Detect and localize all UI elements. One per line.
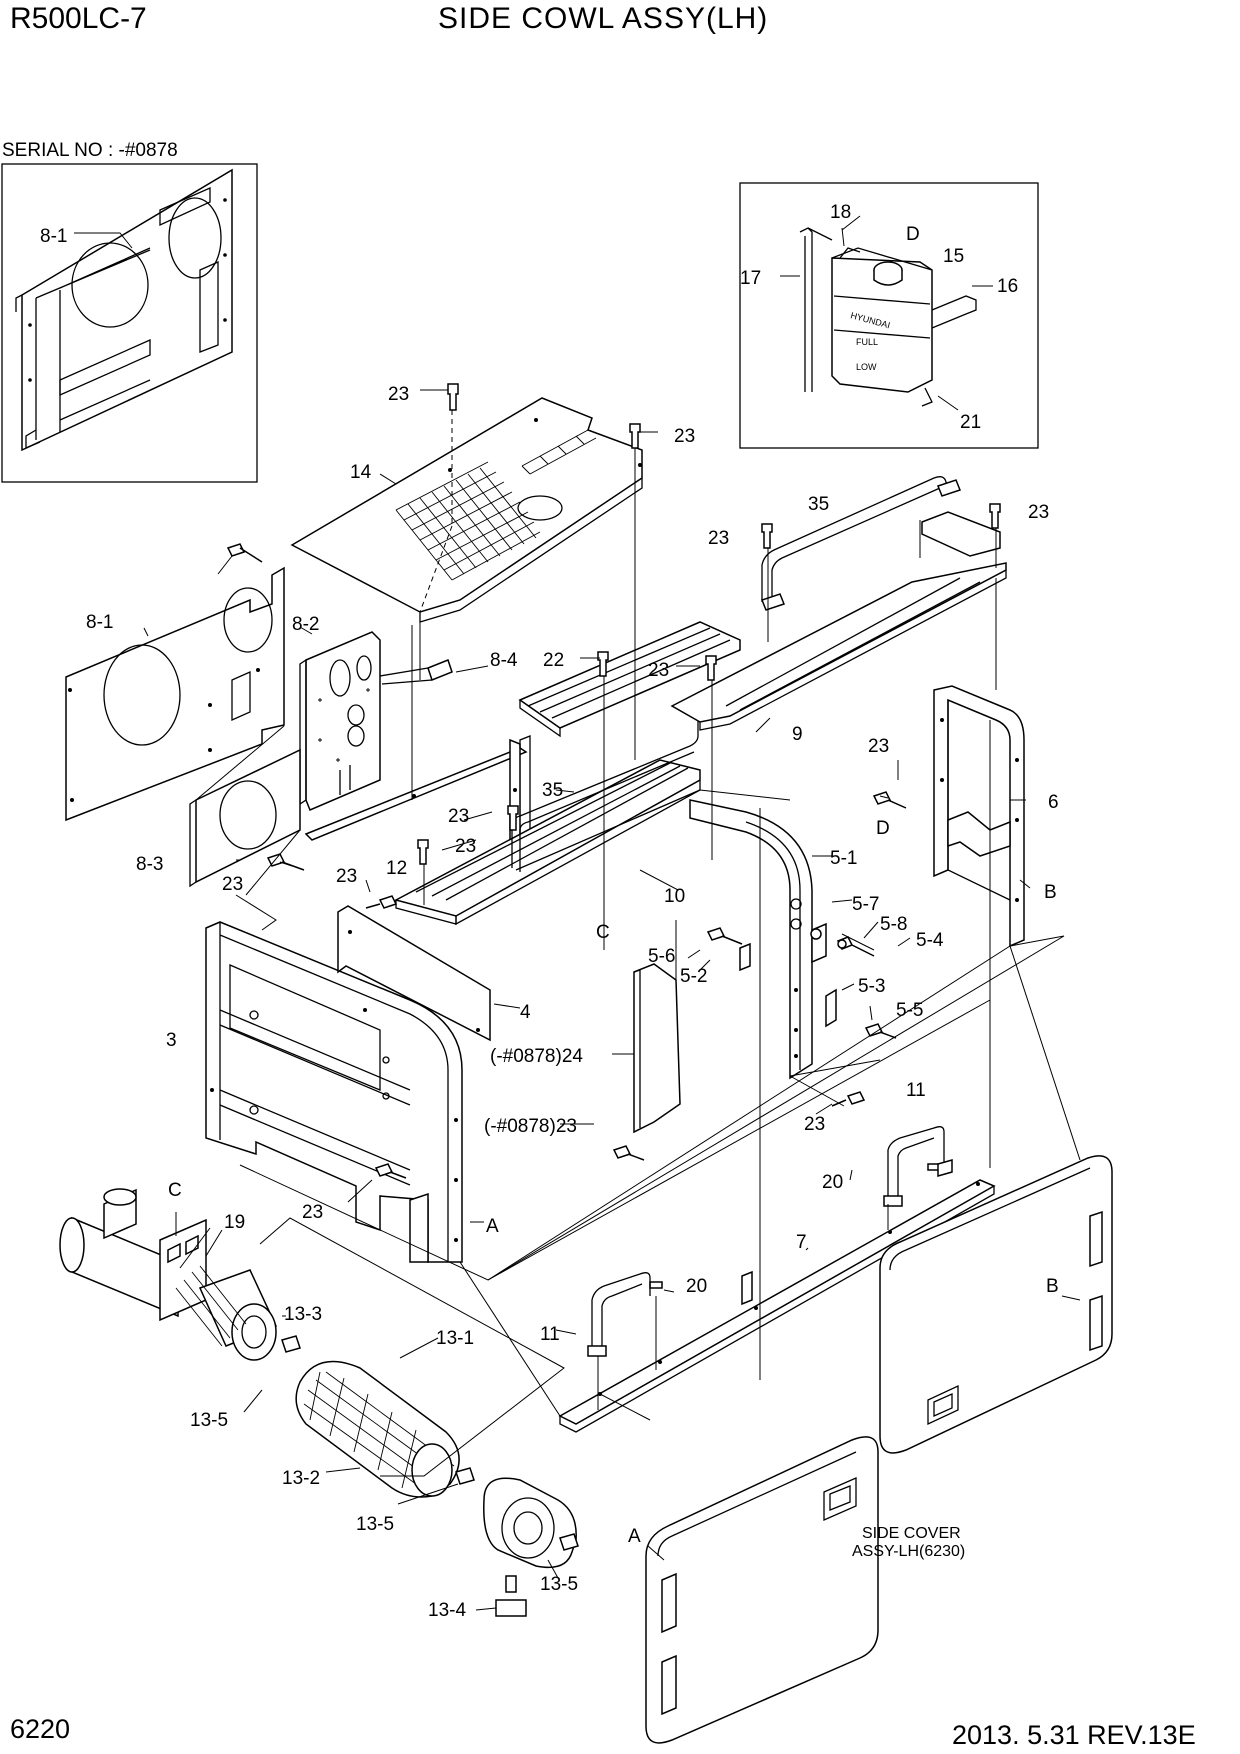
inset-panel-drawing [1,163,258,483]
callout-A-frame: A [486,1216,499,1237]
callout-inset-8-1: 8-1 [40,226,67,247]
callout-8-1: 8-1 [86,612,113,633]
callout-22: 22 [543,650,564,671]
page-number: 6220 [10,1714,71,1744]
callout-12: 12 [386,858,407,879]
callout-B-door: B [1046,1276,1059,1297]
revision-date: 2013. 5.31 REV.13E [952,1720,1196,1750]
callout-tank-21: 21 [960,412,981,433]
side-door-right [879,1155,1113,1454]
callout-10: 10 [664,886,685,907]
callout-5-4: 5-4 [916,930,944,951]
part-8-2-panel [299,631,381,811]
callout-23-d: 23 [648,660,669,681]
callout-C-filter: C [168,1180,182,1201]
fastener-bolts [226,383,1001,1289]
callout-23-k: 23 [804,1114,825,1135]
callout-23-i: 23 [336,866,357,887]
part-3-frame [205,921,463,1263]
page-title: SIDE COWL ASSY(LH) [438,2,769,35]
callout-5-3: 5-3 [858,976,885,997]
assembly-lines [195,410,1081,1477]
callout-6: 6 [1048,792,1059,813]
callout-23-l: 23 [302,1202,323,1223]
side-cover-note-line1: SIDE COVER [862,1525,961,1542]
callout-5-2: 5-2 [680,966,707,987]
callout-tank-16: 16 [997,276,1018,297]
callout-23-j: 23 [222,874,243,895]
part-11-handle-right [883,1126,953,1207]
callout-tank-17: 17 [740,268,761,289]
callout-C-main: C [596,922,610,943]
callout-13-1: 13-1 [436,1328,474,1349]
callout-23-a: 23 [388,384,409,405]
side-cover-note-line2: ASSY-LH(6230) [852,1543,965,1560]
callout-23-e: 23 [708,528,729,549]
part-5-1-arch [689,799,837,1080]
part-8-1-panel [65,566,285,822]
callout-tank-15: 15 [943,246,964,267]
callout-23-g: 23 [448,806,469,827]
part-14-top-cover [290,397,643,623]
callout-9: 9 [792,724,803,745]
callout-5-6: 5-6 [648,946,675,967]
callout-19: 19 [224,1212,245,1233]
callout-23-f: 23 [868,736,889,757]
part-24-panel [633,963,681,1134]
callout-tank-D: D [906,224,920,245]
callout-5-7: 5-7 [852,894,879,915]
reservoir-tank-drawing: HYUNDAI FULL LOW [739,182,1039,449]
callout-tank-18: 18 [830,202,851,223]
model-name: R500LC-7 [10,2,147,35]
callout-23-h: 23 [455,836,476,857]
part-8-3-panel [189,748,301,888]
part-10-frame [393,621,741,926]
callout-B-right: B [1044,882,1057,903]
callout-7: 7 [796,1232,807,1253]
callout-13-3: 13-3 [284,1304,322,1325]
tank-low-label: LOW [856,362,877,372]
callout-8-4: 8-4 [490,650,518,671]
callout-4: 4 [520,1002,531,1023]
serial-note: SERIAL NO : -#0878 [2,140,178,161]
side-door-left [645,1436,879,1744]
callout-14: 14 [350,462,372,483]
callout-13-2: 13-2 [282,1468,320,1489]
callout-35-top: 35 [808,494,829,515]
callout-11-left: 11 [540,1324,560,1345]
callout-leaders [143,389,1081,1611]
callout-5-1: 5-1 [830,848,857,869]
callout-35-front: 35 [542,780,563,801]
part-7-rail [558,1179,996,1433]
callout-A-door: A [628,1526,641,1547]
tank-full-label: FULL [856,337,878,347]
callout-11-right: 11 [906,1080,926,1101]
callout-13-5-c: 13-5 [540,1574,578,1595]
part-4-panel [337,905,491,1042]
callout-labels: 8-1 18 D 17 15 16 21 23 23 14 23 8-1 8-2… [40,202,1059,1621]
callout-5-5: 5-5 [896,1000,923,1021]
callout-20-right: 20 [822,1172,843,1193]
callout-8-3: 8-3 [136,854,163,875]
part-13-air-filter [59,1188,579,1617]
callout-23-b: 23 [674,426,695,447]
callout-13-4: 13-4 [428,1600,466,1621]
callout-3: 3 [166,1030,177,1051]
callout-23-serial: (-#0878)23 [484,1116,577,1137]
callout-20-left: 20 [686,1276,707,1297]
callout-23-c: 23 [1028,502,1049,523]
part-6-bracket [933,685,1025,948]
callout-D: D [876,818,890,839]
part-11-handle-left [587,1272,651,1357]
callout-13-5-a: 13-5 [190,1410,228,1431]
callout-8-2: 8-2 [292,614,319,635]
callout-13-5-b: 13-5 [356,1514,394,1535]
callout-24-serial: (-#0878)24 [490,1046,583,1067]
part-8-4-bolt [379,659,453,685]
part-9-plate [670,511,1007,731]
callout-5-8: 5-8 [880,914,907,935]
